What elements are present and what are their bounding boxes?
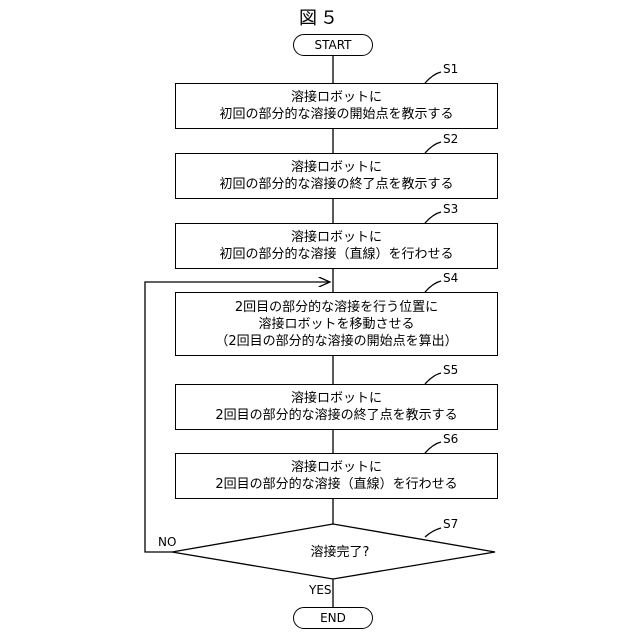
step-s1-line-2: 初回の部分的な溶接の開始点を教示する: [219, 106, 453, 123]
leader-s7: [425, 528, 441, 537]
step-box-s1: 溶接ロボットに 初回の部分的な溶接の開始点を教示する: [175, 83, 498, 129]
step-s6-line-2: 2回目の部分的な溶接（直線）を行わせる: [215, 476, 457, 493]
step-box-s6: 溶接ロボットに 2回目の部分的な溶接（直線）を行わせる: [175, 453, 498, 499]
step-s5-line-2: 2回目の部分的な溶接の終了点を教示する: [215, 407, 457, 424]
yes-label: YES: [309, 583, 332, 597]
leader-s6: [425, 442, 441, 453]
end-label: END: [320, 611, 346, 625]
leader-s3: [425, 212, 441, 223]
step-id-s7: S7: [443, 517, 458, 531]
step-id-s1: S1: [443, 62, 458, 76]
leader-s1: [425, 72, 441, 83]
step-box-s3: 溶接ロボットに 初回の部分的な溶接（直線）を行わせる: [175, 223, 498, 269]
step-box-s2: 溶接ロボットに 初回の部分的な溶接の終了点を教示する: [175, 153, 498, 199]
step-box-s4: 2回目の部分的な溶接を行う位置に 溶接ロボットを移動させる （2回目の部分的な溶…: [175, 292, 498, 356]
end-terminal: END: [293, 607, 373, 629]
step-s4-line-3: （2回目の部分的な溶接の開始点を算出）: [215, 333, 457, 350]
step-s2-line-2: 初回の部分的な溶接の終了点を教示する: [219, 176, 453, 193]
step-s1-line-1: 溶接ロボットに: [291, 89, 382, 106]
step-id-s3: S3: [443, 202, 458, 216]
step-s5-line-1: 溶接ロボットに: [291, 390, 382, 407]
no-label: NO: [158, 535, 176, 549]
step-id-s2: S2: [443, 132, 458, 146]
step-id-s5: S5: [443, 363, 458, 377]
start-label: START: [314, 38, 351, 52]
step-s2-line-1: 溶接ロボットに: [291, 159, 382, 176]
step-s6-line-1: 溶接ロボットに: [291, 459, 382, 476]
step-box-s5: 溶接ロボットに 2回目の部分的な溶接の終了点を教示する: [175, 384, 498, 430]
leader-s4: [425, 281, 441, 292]
step-s4-line-2: 溶接ロボットを移動させる: [258, 316, 414, 333]
step-id-s4: S4: [443, 271, 458, 285]
step-s3-line-1: 溶接ロボットに: [291, 229, 382, 246]
leader-s5: [425, 373, 441, 384]
step-s4-line-1: 2回目の部分的な溶接を行う位置に: [235, 299, 438, 316]
step-s3-line-2: 初回の部分的な溶接（直線）を行わせる: [219, 246, 453, 263]
step-id-s6: S6: [443, 432, 458, 446]
start-terminal: START: [293, 34, 373, 56]
leader-s2: [425, 142, 441, 153]
decision-text: 溶接完了?: [180, 541, 500, 560]
